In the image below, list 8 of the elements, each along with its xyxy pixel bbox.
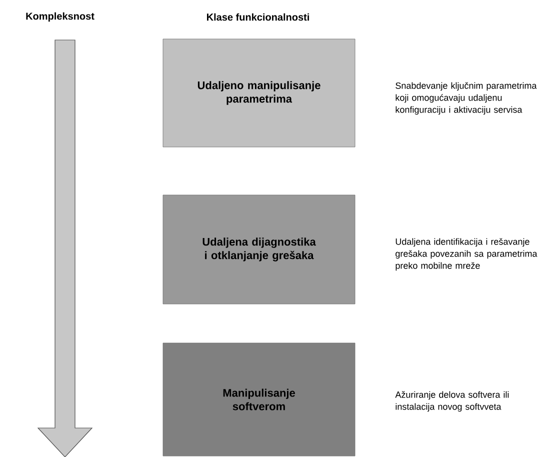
description-text: Snabdevanje ključnim parametrima koji omogućavaju udaljenu konfiguraciju i aktivaciju servisa xyxy=(396,82,537,115)
process-box: Udaljeno manipulisanje parametrima xyxy=(162,38,356,148)
process-box: Manipulisanje softverom xyxy=(162,342,356,456)
column-heading: Kompleksnost xyxy=(26,12,94,22)
process-box: Udaljena dijagnostika i otklanjanje grešaka xyxy=(162,194,356,304)
description-text: Udaljena identifikacija i rešavanje grešaka povezanih sa parametrima preko mobilne mreže xyxy=(396,238,538,271)
description-text: Ažuriranje delova softvera ili instalacija novog softvveta xyxy=(395,391,509,412)
column-heading: Klase funkcionalnosti xyxy=(207,13,309,21)
